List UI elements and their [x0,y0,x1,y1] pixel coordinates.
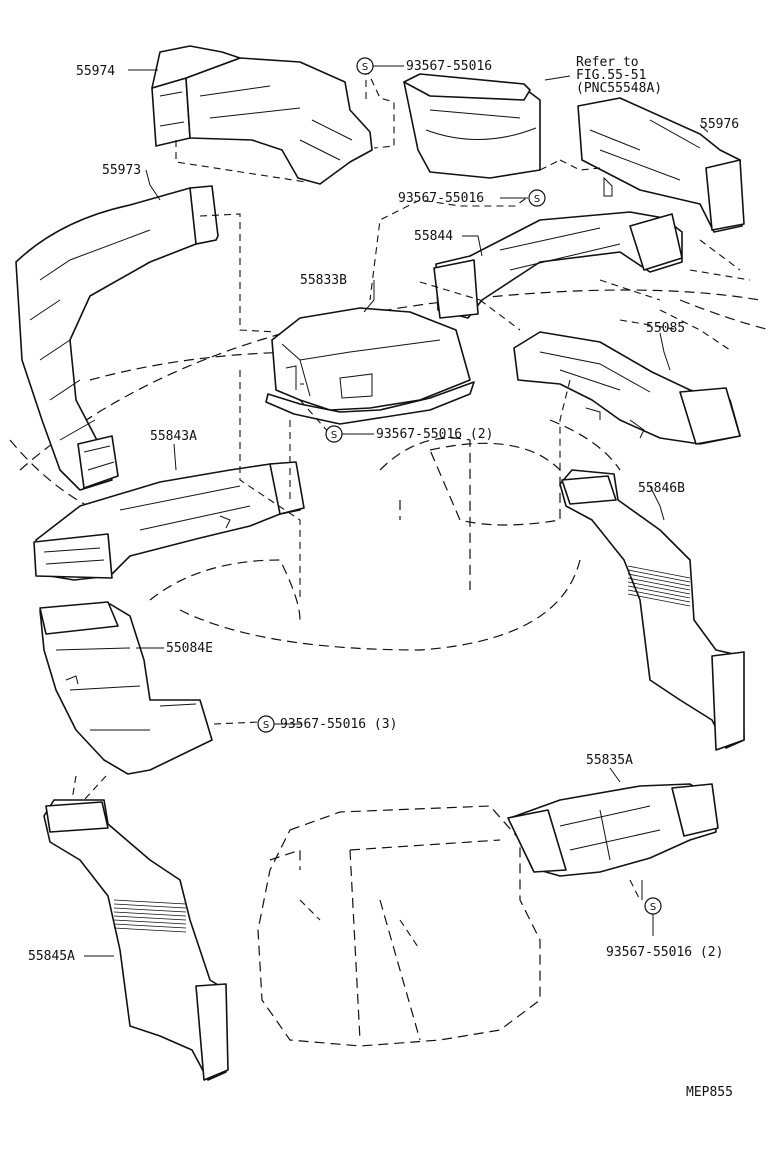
part-55973-duct[interactable] [15,185,219,491]
label-55085: 55085 [646,321,685,336]
clip-label-2: 93567-55016 [398,191,484,206]
clip-symbol-3: S [325,425,343,443]
clip-label-5: 93567-55016 (2) [606,945,723,960]
clip-symbol-2: S [528,189,546,207]
diagram-code: MEP855 [686,1085,733,1100]
reference-note-line-3: (PNC55548A) [576,81,662,96]
reference-note-line-2: FIG.55-51 [576,68,646,83]
label-55974: 55974 [76,64,115,79]
label-55835a: 55835A [586,753,633,768]
label-55845a: 55845A [28,949,75,964]
label-55844: 55844 [414,229,453,244]
reference-note-line-1: Refer to [576,55,639,70]
part-55845a-corrugation [113,899,187,933]
clip-symbol-1: S [356,57,374,75]
label-55846b: 55846B [638,481,685,496]
svg-text:S: S [263,720,269,731]
part-55844-duct[interactable] [433,211,683,319]
part-55843a-duct[interactable] [33,461,305,581]
label-55843a: 55843A [150,429,197,444]
clip-symbol-4: S [257,715,275,733]
label-55976: 55976 [700,117,739,132]
upper-center-bracket[interactable] [403,73,541,179]
svg-text:S: S [362,62,368,73]
assembly-lines [71,67,751,951]
clip-label-3: 93567-55016 (2) [376,427,493,442]
clip-label-4: 93567-55016 (3) [280,717,397,732]
clip-label-1: 93567-55016 [406,59,492,74]
part-55845a-duct[interactable] [43,799,229,1081]
part-55833b-box[interactable] [265,307,475,425]
part-55974-duct[interactable] [151,45,373,185]
part-55835a-duct[interactable] [507,783,719,877]
leader-lines [84,65,709,957]
svg-text:S: S [331,430,337,441]
vehicle-phantom-outline [9,289,771,651]
reference-note: Refer to FIG.55-51 (PNC55548A) [576,55,662,96]
heater-unit-phantom [257,805,541,1047]
label-55833b: 55833B [300,273,347,288]
label-55973: 55973 [102,163,141,178]
part-55846b-corrugation [627,565,691,607]
part-55976-duct[interactable] [577,97,745,233]
label-55084e: 55084E [166,641,213,656]
svg-text:S: S [534,194,540,205]
clip-symbol-5: S [644,897,662,915]
svg-text:S: S [650,902,656,913]
part-55085-duct[interactable] [513,331,741,445]
part-55084e-duct[interactable] [39,601,213,775]
part-55846b-duct[interactable] [559,469,745,751]
